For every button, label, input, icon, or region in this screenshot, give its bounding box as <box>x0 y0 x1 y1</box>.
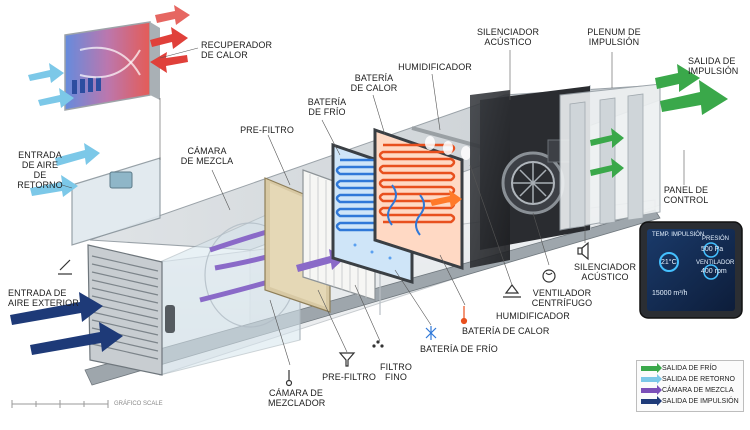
legend-item-1: SALIDA DE RETORNO <box>641 373 736 385</box>
legend-arrow-3 <box>641 395 662 406</box>
label-salida-impulsion: SALIDA DE IMPULSIÓN <box>688 56 739 76</box>
label-silenciador-bottom: SILENCIADOR ACÚSTICO <box>573 262 637 282</box>
outdoor-air-arrows <box>10 292 123 355</box>
funnel-icon <box>338 352 356 367</box>
legend-label-0: SALIDA DE FRÍO <box>662 365 717 372</box>
label-bateria-frio-top: BATERÍA DE FRÍO <box>307 97 347 117</box>
label-entrada-retorno: ENTRADA DE AIRE DE RETORNO <box>17 150 63 190</box>
heat-recovery-unit <box>28 5 190 111</box>
legend: SALIDA DE FRÍO SALIDA DE RETORNO CÁMARA … <box>636 360 744 412</box>
fan-small-icon <box>58 259 72 275</box>
label-camara-mezclador: CÁMARA DE MEZCLADOR <box>268 388 326 408</box>
label-bateria-frio-bottom: BATERÍA DE FRÍO <box>420 344 498 354</box>
panel-fan-label: VENTILADOR <box>696 260 735 266</box>
speaker-icon <box>577 241 589 261</box>
legend-arrow-2 <box>641 384 662 395</box>
label-ventilador: VENTILADOR CENTRÍFUGO <box>531 288 593 308</box>
thermometer-icon-hot <box>460 306 468 325</box>
dots-icon <box>372 340 384 348</box>
panel-pres-value: 500 Pa <box>701 246 724 253</box>
panel-pres-label: PRESIÓN <box>702 236 730 242</box>
label-prefiltro-top: PRE-FILTRO <box>240 125 294 135</box>
legend-label-2: CÁMARA DE MEZCLA <box>662 387 734 394</box>
humidifier-icon <box>503 284 521 298</box>
fan-icon <box>542 269 556 283</box>
label-bateria-calor-bottom: BATERÍA DE CALOR <box>462 326 550 336</box>
supply-air-arrows <box>655 64 728 115</box>
outdoor-louver <box>87 244 175 376</box>
scale-label: GRÁFICO SCALE <box>114 401 163 407</box>
legend-label-3: SALIDA DE IMPULSIÓN <box>662 398 739 405</box>
legend-label-1: SALIDA DE RETORNO <box>662 376 736 383</box>
return-duct <box>30 143 161 246</box>
control-panel-device <box>639 221 743 319</box>
label-filtro-fino: FILTRO FINO <box>380 362 412 382</box>
legend-item-3: SALIDA DE IMPULSIÓN <box>641 395 739 407</box>
panel-fan-value: 400 rpm <box>701 268 727 275</box>
label-recuperador: RECUPERADOR DE CALOR <box>201 40 273 60</box>
legend-item-0: SALIDA DE FRÍO <box>641 362 717 374</box>
label-silenciador-top: SILENCIADOR ACÚSTICO <box>476 27 540 47</box>
label-panel-control: PANEL DE CONTROL <box>663 185 709 205</box>
label-humidificador-top: HUMIDIFICADOR <box>398 62 472 72</box>
label-humidificador-bottom: HUMIDIFICADOR <box>496 311 570 321</box>
label-prefiltro-bottom: PRE-FILTRO <box>322 372 376 382</box>
leader-lines <box>61 47 685 366</box>
panel-flow-value: 15000 m³/h <box>652 290 688 297</box>
label-bateria-calor-top: BATERÍA DE CALOR <box>350 73 398 93</box>
thermometer-icon <box>285 370 293 387</box>
legend-item-2: CÁMARA DE MEZCLA <box>641 384 734 396</box>
snowflake-icon <box>425 326 437 340</box>
silencer-plenum <box>559 83 661 231</box>
panel-temp-label: TEMP. IMPULSIÓN <box>652 232 705 238</box>
label-entrada-exterior: ENTRADA DE AIRE EXTERIOR <box>8 288 79 308</box>
legend-arrow-1 <box>641 373 662 384</box>
heating-coil <box>373 127 464 271</box>
legend-arrow-0 <box>641 362 662 373</box>
label-plenum: PLENUM DE IMPULSIÓN <box>587 27 641 47</box>
panel-temp-value: 21°C <box>661 259 677 266</box>
icons-row <box>58 241 589 387</box>
label-camara-mezcla-top: CÁMARA DE MEZCLA <box>180 146 234 166</box>
scale-bar <box>11 400 109 408</box>
